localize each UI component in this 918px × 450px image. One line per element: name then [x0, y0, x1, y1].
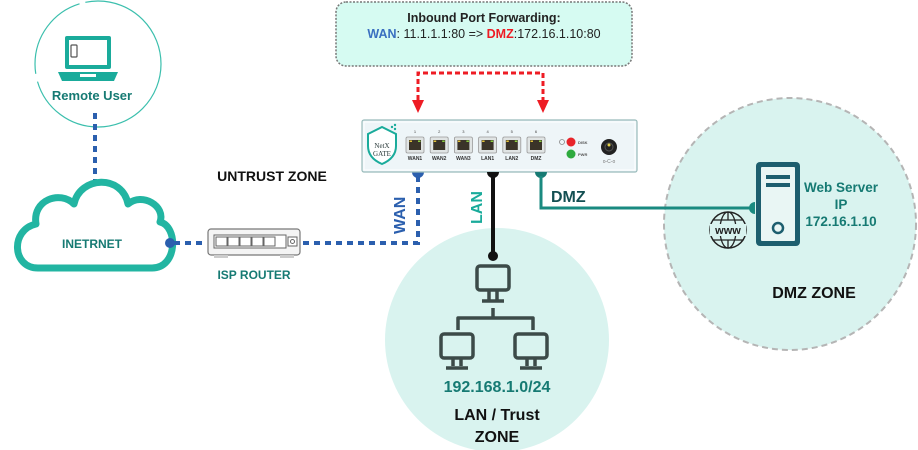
- server-connector: [749, 202, 755, 214]
- lan-link-label: LAN: [469, 191, 486, 224]
- router-icon: [207, 228, 301, 258]
- callout-wan-value: : 11.1.1.1:80 =>: [397, 27, 487, 41]
- wan-link: [303, 176, 420, 245]
- pwr-led: [566, 149, 576, 159]
- port-label: WAN2: [432, 156, 447, 162]
- server-icon: [756, 162, 800, 246]
- callout-rule: WAN: 11.1.1.1:80 => DMZ:172.16.1.10:80: [367, 27, 600, 41]
- link-endpoint: [165, 238, 175, 248]
- laptop-icon: [58, 36, 118, 81]
- callout-dmz-label: DMZ: [487, 27, 514, 41]
- lan-network-icon: [439, 264, 549, 370]
- wan-link-label: WAN: [392, 197, 409, 234]
- forwarding-arrowhead-dmz: [537, 100, 549, 113]
- link-endpoint: [488, 251, 498, 261]
- lan-zone-label-line2: ZONE: [475, 429, 520, 446]
- dmz-link: [539, 176, 750, 210]
- remote-user-label: Remote User: [52, 88, 132, 103]
- lan-zone-label-line1: LAN / Trust: [454, 407, 540, 424]
- dmz-link-label: DMZ: [551, 189, 586, 206]
- web-server-ip: 172.16.1.10: [805, 214, 876, 229]
- power-button-icon: [559, 139, 565, 145]
- callout-title: Inbound Port Forwarding:: [407, 11, 560, 25]
- isp-router-label: ISP ROUTER: [217, 268, 290, 282]
- port-label: WAN1: [408, 156, 423, 162]
- port-number: 5: [511, 129, 514, 134]
- cloud-icon: [14, 178, 176, 272]
- lan-zone-circle: [385, 228, 609, 450]
- internet-label: INETRNET: [62, 237, 123, 251]
- lan-port-connector: [487, 172, 499, 178]
- web-server-label: Web Server: [804, 180, 879, 195]
- wan-port-connector: [412, 172, 424, 178]
- port-label: WAN3: [456, 156, 471, 162]
- dmz-port-connector: [535, 172, 547, 178]
- port-label: DMZ: [531, 156, 542, 162]
- power-symbol: o-C-o: [603, 159, 616, 165]
- pwr-led-label: PWR: [578, 152, 587, 157]
- web-server-ip-label: IP: [835, 197, 848, 212]
- port-number: 2: [438, 129, 441, 134]
- dmz-zone-label: DMZ ZONE: [772, 285, 856, 302]
- disk-led: [566, 137, 576, 147]
- www-text: www: [714, 225, 741, 237]
- callout-dmz-value: :172.16.1.10:80: [514, 27, 601, 41]
- port-label: LAN1: [481, 156, 494, 162]
- forwarding-arrowhead-wan: [412, 100, 424, 113]
- firewall-appliance: [361, 119, 638, 173]
- callout-wan-label: WAN: [367, 27, 396, 41]
- remote-user-circle: [34, 0, 162, 128]
- status-leds: DISK PWR: [559, 137, 588, 159]
- logo-line1: NetX: [374, 142, 389, 150]
- logo-line2: GATE: [373, 150, 391, 158]
- www-globe-icon: www: [709, 211, 747, 249]
- port-number: 1: [414, 129, 417, 134]
- untrust-zone-label: UNTRUST ZONE: [217, 168, 327, 184]
- forwarding-arrow-line: [416, 71, 545, 100]
- port-number: 3: [462, 129, 465, 134]
- port-number: 6: [535, 129, 538, 134]
- disk-led-label: DISK: [578, 140, 588, 145]
- port-forwarding-callout: [335, 1, 633, 67]
- port-label: LAN2: [505, 156, 518, 162]
- port-number: 4: [486, 129, 489, 134]
- netx-gate-logo: NetX GATE: [367, 123, 397, 166]
- lan-subnet-label: 192.168.1.0/24: [444, 379, 551, 396]
- power-jack-icon: o-C-o: [601, 139, 617, 165]
